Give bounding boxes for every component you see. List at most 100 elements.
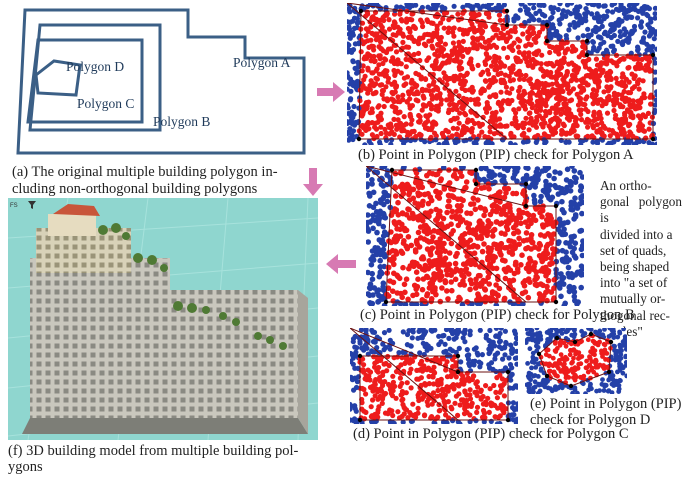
sample-point [503, 190, 509, 196]
sample-point [548, 215, 554, 222]
sample-point [399, 250, 406, 256]
sample-point [399, 18, 405, 24]
sample-point [444, 142, 450, 145]
sample-point [357, 340, 363, 346]
sample-point [445, 296, 451, 302]
sample-point [382, 253, 388, 260]
sample-point [444, 359, 450, 365]
sample-point [437, 177, 444, 184]
sample-point [536, 29, 543, 35]
sample-point [366, 203, 373, 209]
sample-point [615, 38, 621, 45]
sample-point [408, 242, 415, 249]
sample-point [619, 348, 624, 353]
sample-point [644, 47, 650, 53]
sample-point [362, 54, 368, 60]
sample-point [447, 346, 453, 352]
sample-point [376, 247, 383, 253]
sample-point [533, 139, 539, 145]
sample-point [597, 362, 603, 368]
sample-point [371, 53, 377, 60]
filter-icon [28, 201, 36, 209]
sample-point [603, 382, 609, 388]
sample-point [375, 410, 381, 416]
sample-point [355, 120, 361, 126]
sample-point [517, 84, 523, 90]
sample-point [498, 402, 504, 408]
sample-point [359, 3, 365, 9]
sample-point [543, 352, 549, 357]
sample-point [389, 103, 395, 109]
sample-point [441, 53, 447, 59]
sample-point [477, 283, 484, 289]
sample-point [540, 26, 546, 32]
sample-point [500, 382, 506, 388]
sample-point [599, 103, 605, 109]
sample-point [624, 373, 627, 379]
sample-point [420, 254, 426, 260]
sample-point [375, 396, 381, 402]
sample-point [510, 400, 516, 406]
sample-point [509, 412, 515, 418]
sample-point [369, 328, 375, 333]
sample-point [403, 212, 410, 218]
sample-point [496, 116, 503, 122]
sample-point [627, 109, 633, 115]
sample-point [443, 367, 449, 373]
sample-point [478, 166, 485, 172]
sample-point [536, 361, 541, 367]
sample-point [371, 16, 377, 23]
sample-point [493, 166, 499, 169]
sample-point [568, 182, 574, 189]
sample-point [377, 269, 384, 276]
sample-point [530, 212, 537, 219]
sample-point [351, 7, 357, 14]
sample-point [473, 101, 479, 107]
sample-point [594, 122, 600, 128]
sample-point [425, 4, 431, 10]
sample-point [525, 331, 531, 336]
sample-point [566, 274, 573, 280]
sample-point [563, 101, 569, 107]
sample-point [579, 242, 584, 249]
sample-point [531, 3, 537, 6]
sample-point [403, 56, 409, 63]
sample-point [400, 264, 406, 271]
sample-point [428, 298, 434, 305]
sample-point [406, 90, 412, 96]
sample-point [347, 44, 350, 50]
sample-point [523, 245, 529, 252]
sample-point [351, 416, 358, 422]
sample-point [557, 64, 563, 70]
sample-point [539, 207, 546, 214]
sample-point [390, 373, 396, 379]
sample-point [432, 285, 438, 291]
sample-point [434, 171, 441, 177]
sample-point [571, 289, 578, 295]
sample-point [482, 78, 488, 84]
sample-point [539, 97, 545, 103]
sample-point [446, 17, 452, 23]
sample-point [608, 84, 614, 90]
sample-point [579, 252, 584, 259]
sample-point [414, 58, 420, 64]
sample-point [437, 236, 443, 242]
sample-point [368, 78, 374, 84]
sample-point [436, 333, 442, 339]
sample-point [620, 56, 626, 62]
sample-point [527, 336, 532, 342]
sample-point [430, 81, 436, 87]
sample-point [366, 126, 372, 132]
sample-point [380, 341, 386, 347]
sample-point [501, 166, 508, 172]
sample-point [460, 27, 466, 33]
sample-point [442, 392, 448, 398]
sample-point [500, 137, 506, 143]
sample-point [501, 194, 508, 201]
sample-point [461, 110, 467, 116]
sample-point [605, 8, 611, 14]
sample-point [629, 30, 635, 36]
sample-point [420, 218, 426, 224]
sample-point [529, 101, 535, 107]
sample-point [462, 388, 468, 394]
